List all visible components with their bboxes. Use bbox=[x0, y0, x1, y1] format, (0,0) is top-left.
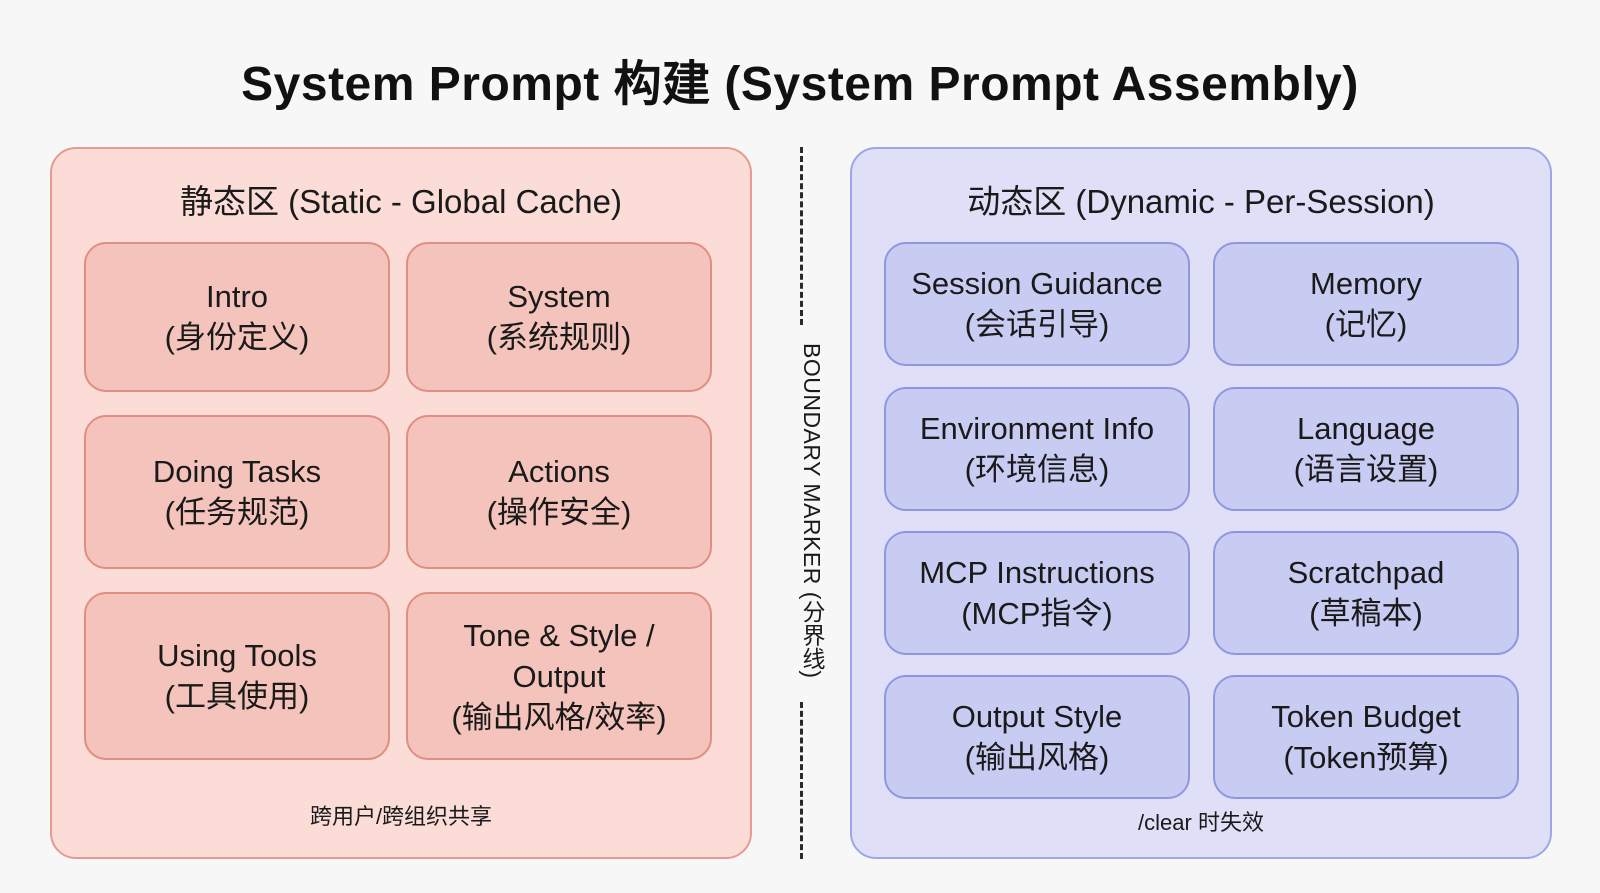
card-sublabel: (环境信息) bbox=[964, 452, 1110, 487]
card-sublabel: (操作安全) bbox=[486, 495, 632, 530]
card-sublabel: (输出风格) bbox=[964, 740, 1110, 775]
dynamic-zone-panel: 动态区 (Dynamic - Per-Session) Session Guid… bbox=[850, 147, 1552, 859]
dynamic-card-mcp-instructions: MCP Instructions (MCP指令) bbox=[884, 531, 1190, 655]
card-label: Output Style bbox=[951, 699, 1123, 734]
card-label: System bbox=[507, 279, 611, 314]
dynamic-card-scratchpad: Scratchpad (草稿本) bbox=[1213, 531, 1519, 655]
card-label: Intro bbox=[205, 279, 269, 314]
card-sublabel: (输出风格/效率) bbox=[451, 699, 667, 735]
boundary-divider-bottom bbox=[800, 702, 803, 859]
static-zone-title: 静态区 (Static - Global Cache) bbox=[180, 183, 622, 220]
card-label-continued: Output bbox=[512, 658, 606, 694]
static-zone-footer: 跨用户/跨组织共享 bbox=[309, 804, 493, 829]
static-card-tone-style: Tone & Style / Output (输出风格/效率) bbox=[406, 592, 712, 760]
card-sublabel: (系统规则) bbox=[486, 320, 632, 355]
card-sublabel: (身份定义) bbox=[164, 320, 310, 355]
static-card-intro: Intro (身份定义) bbox=[84, 242, 390, 392]
card-sublabel: (会话引导) bbox=[964, 307, 1110, 342]
dynamic-card-session-guidance: Session Guidance (会话引导) bbox=[884, 242, 1190, 366]
card-sublabel: (MCP指令) bbox=[961, 596, 1113, 631]
card-sublabel: (草稿本) bbox=[1309, 596, 1423, 631]
card-sublabel: (工具使用) bbox=[164, 679, 310, 714]
card-label: Memory bbox=[1310, 266, 1422, 301]
diagram-title: System Prompt 构建 (System Prompt Assembly… bbox=[241, 58, 1359, 111]
card-label: Token Budget bbox=[1271, 699, 1461, 734]
card-label: Using Tools bbox=[157, 638, 317, 673]
dynamic-card-memory: Memory (记忆) bbox=[1213, 242, 1519, 366]
boundary-marker-label: BOUNDARY MARKER (分界线) bbox=[799, 342, 825, 679]
boundary-divider-top bbox=[800, 147, 803, 325]
static-card-actions: Actions (操作安全) bbox=[406, 415, 712, 569]
static-card-using-tools: Using Tools (工具使用) bbox=[84, 592, 390, 760]
card-label: Language bbox=[1297, 411, 1435, 446]
card-sublabel: (任务规范) bbox=[164, 495, 310, 530]
card-label: Session Guidance bbox=[911, 266, 1163, 301]
card-sublabel: (Token预算) bbox=[1283, 740, 1449, 775]
dynamic-card-token-budget: Token Budget (Token预算) bbox=[1213, 675, 1519, 799]
card-label: Actions bbox=[508, 454, 610, 489]
dynamic-card-environment-info: Environment Info (环境信息) bbox=[884, 387, 1190, 511]
static-card-system: System (系统规则) bbox=[406, 242, 712, 392]
dynamic-zone-footer: /clear 时失效 bbox=[1138, 810, 1264, 835]
static-card-doing-tasks: Doing Tasks (任务规范) bbox=[84, 415, 390, 569]
card-label: MCP Instructions bbox=[919, 555, 1155, 590]
card-label: Environment Info bbox=[919, 411, 1155, 446]
card-sublabel: (语言设置) bbox=[1293, 452, 1439, 487]
card-label: Scratchpad bbox=[1287, 555, 1445, 590]
static-zone-panel: 静态区 (Static - Global Cache) Intro (身份定义)… bbox=[50, 147, 752, 859]
card-label: Tone & Style / bbox=[463, 617, 655, 653]
dynamic-zone-title: 动态区 (Dynamic - Per-Session) bbox=[967, 183, 1435, 220]
card-sublabel: (记忆) bbox=[1324, 307, 1408, 342]
dynamic-card-output-style: Output Style (输出风格) bbox=[884, 675, 1190, 799]
card-label: Doing Tasks bbox=[152, 454, 322, 489]
dynamic-card-language: Language (语言设置) bbox=[1213, 387, 1519, 511]
